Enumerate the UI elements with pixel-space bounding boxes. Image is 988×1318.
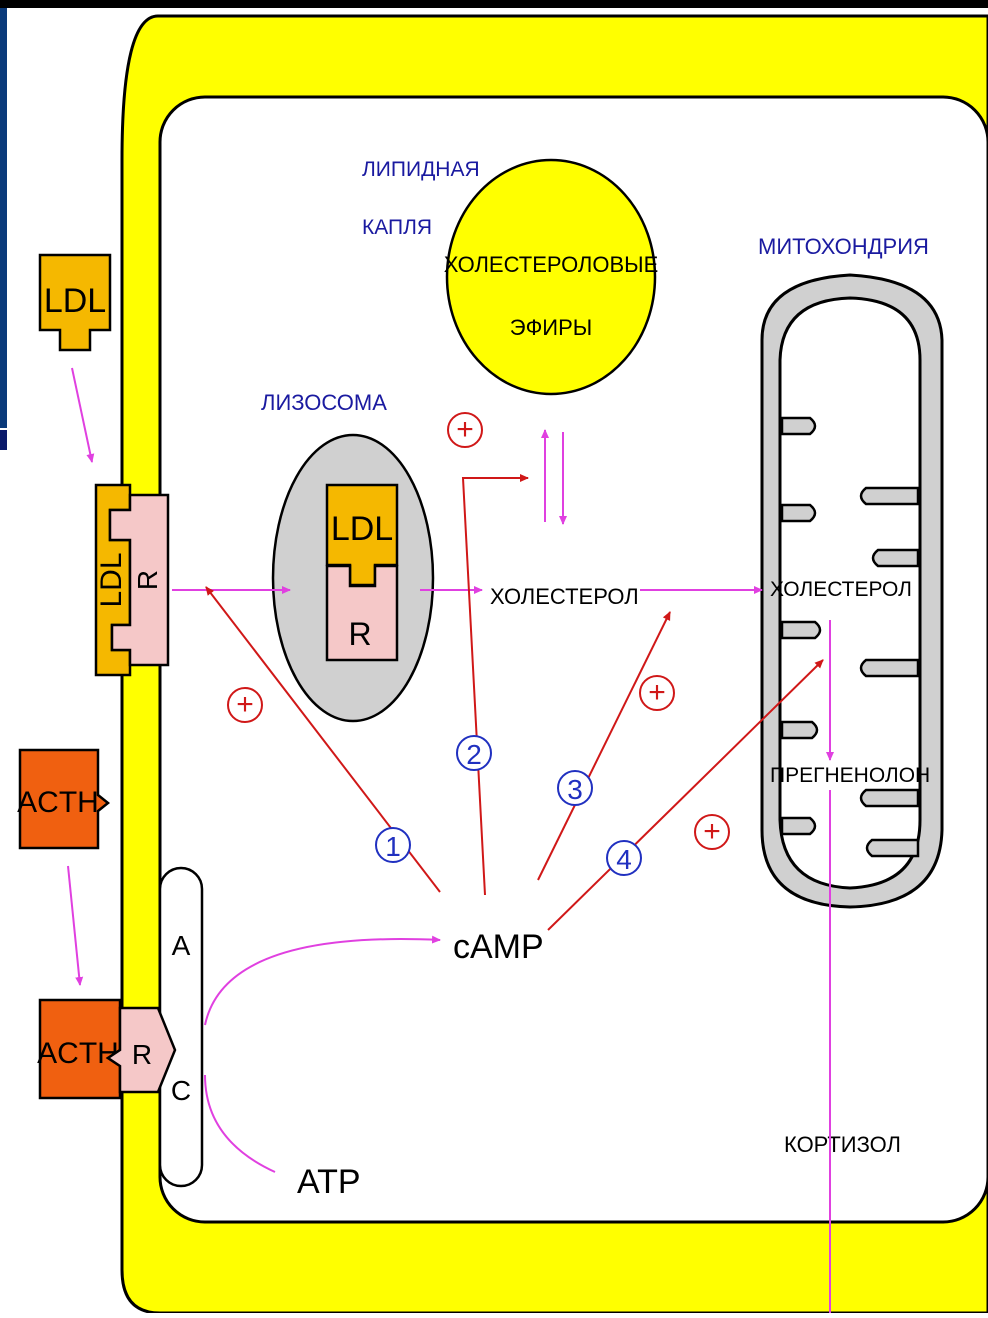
crista-left-5 xyxy=(782,818,815,834)
svg-text:+: + xyxy=(648,676,666,709)
crista-left-3 xyxy=(782,622,820,638)
membrane-acth-text: ACTH xyxy=(37,1037,119,1070)
lipid-droplet xyxy=(447,160,655,394)
membrane-ldl-text: LDL xyxy=(95,552,128,607)
free-acth-text: ACTH xyxy=(17,786,99,819)
cholesterol-esters-label-line1: ХОЛЕСТЕРОЛОВЫЕ xyxy=(444,252,659,277)
ac-letter-a: A xyxy=(172,930,191,961)
top-border xyxy=(0,0,988,8)
crista-right-5 xyxy=(867,840,918,856)
pathway-number-2: 2 xyxy=(457,736,491,770)
atp-label: ATP xyxy=(297,1163,361,1201)
crista-right-3 xyxy=(861,660,918,676)
cortisol-label: КОРТИЗОЛ xyxy=(784,1132,901,1157)
svg-text:+: + xyxy=(703,815,721,848)
pregnenolone-label: ПРЕГНЕНОЛОН xyxy=(770,764,930,787)
lysosome-ldl-text: LDL xyxy=(331,510,393,548)
mitochondrion-label: МИТОХОНДРИЯ xyxy=(758,234,929,259)
lipid-drop-label-line1: ЛИПИДНАЯ xyxy=(362,158,480,181)
pathway-number-3: 3 xyxy=(558,771,592,805)
svg-text:+: + xyxy=(456,413,474,446)
plus-marker-2: + xyxy=(448,413,482,447)
acth-receptor-text: R xyxy=(132,1039,152,1070)
mitochondrion-cholesterol-label: ХОЛЕСТЕРОЛ xyxy=(770,578,912,601)
pathway-number-4: 4 xyxy=(607,841,641,875)
left-edge-bar-top xyxy=(0,8,7,428)
svg-text:+: + xyxy=(236,688,254,721)
cholesterol-esters-label-line2: ЭФИРЫ xyxy=(510,315,593,340)
lysosome-label: ЛИЗОСОМА xyxy=(261,390,387,415)
svg-text:3: 3 xyxy=(567,774,583,805)
crista-left-1 xyxy=(782,418,815,434)
crista-right-1 xyxy=(861,488,918,504)
svg-text:1: 1 xyxy=(385,831,401,862)
lysosome-receptor-text: R xyxy=(348,616,371,652)
crista-right-4 xyxy=(861,790,918,806)
plus-marker-3: + xyxy=(640,676,674,710)
ac-letter-c: C xyxy=(171,1075,191,1106)
svg-text:4: 4 xyxy=(616,844,632,875)
crista-left-2 xyxy=(782,505,815,521)
membrane-receptor-text: R xyxy=(132,570,163,590)
crista-right-2 xyxy=(873,550,918,566)
crista-left-4 xyxy=(782,722,817,738)
free-ldl-text: LDL xyxy=(44,282,106,320)
pathway-number-1: 1 xyxy=(376,828,410,862)
plus-marker-4: + xyxy=(695,815,729,849)
left-edge-bar-notch xyxy=(0,430,7,450)
cholesterol-label: ХОЛЕСТЕРОЛ xyxy=(490,584,639,609)
camp-label: cAMP xyxy=(453,928,544,966)
plus-marker-1: + xyxy=(228,688,262,722)
lipid-drop-label-line2: КАПЛЯ xyxy=(362,216,432,239)
svg-text:2: 2 xyxy=(466,739,482,770)
